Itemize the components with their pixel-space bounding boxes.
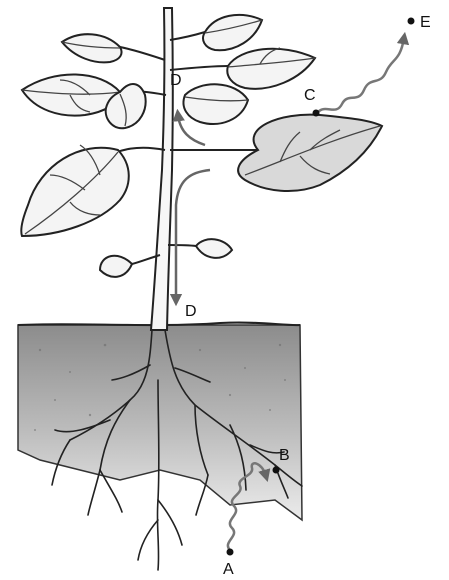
leaf-small-left [100,256,132,277]
arrow-down-d [176,170,210,300]
label-a: A [223,561,234,578]
leaf-large-right [238,115,382,191]
leaf-upper-right-1 [227,49,315,89]
leaf-large-left [21,148,129,236]
label-b: B [279,447,290,464]
leaf-small-right [196,239,232,258]
point-e [408,18,415,25]
point-c [313,110,320,117]
wavy-arrow-c-e [318,38,404,112]
leaves [21,15,382,277]
label-c: C [304,87,316,104]
label-e: E [420,14,431,31]
water-path-c-e [313,18,415,117]
point-b [273,467,280,474]
point-a [227,549,234,556]
transport-arrows [176,115,210,300]
soil [18,323,302,520]
label-d-lower: D [185,303,197,320]
leaf-upper-right-3 [183,84,248,124]
label-d-upper: D [170,72,182,89]
